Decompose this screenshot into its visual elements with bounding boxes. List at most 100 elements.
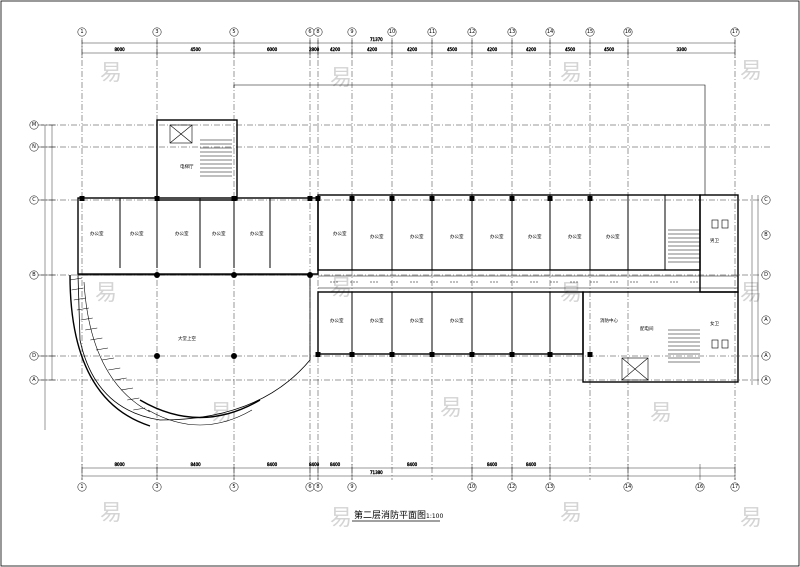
watermark-text: 易 <box>560 281 582 306</box>
room-label: 办公室 <box>330 317 344 324</box>
axis-label: B <box>32 272 36 278</box>
axis-label: 13 <box>547 484 553 490</box>
bottom-axis-bubble: 3 <box>152 482 162 492</box>
room-label: 消防中心 <box>600 317 618 324</box>
bottom-axis-bubble: 6 <box>305 482 315 492</box>
bottom-axis-bubble: 17 <box>730 482 740 492</box>
top-axis-bubble: 1 <box>77 27 87 37</box>
room-label: 办公室 <box>410 233 424 240</box>
toilet-fixture <box>711 339 719 349</box>
axis-label: C <box>764 197 768 203</box>
bottom-dim-text: 8400 <box>191 462 202 467</box>
axis-label: 3 <box>155 484 158 490</box>
axis-label: D <box>32 353 36 359</box>
room-label: 配电间 <box>640 325 654 332</box>
square-column <box>154 196 160 201</box>
axis-label: 13 <box>509 29 515 35</box>
axis-circle <box>623 482 633 492</box>
room-label: 办公室 <box>370 317 384 324</box>
west-wing-rooms <box>77 197 319 275</box>
drawing-scale: 1:100 <box>426 513 443 520</box>
top-dim-text: 8000 <box>115 47 126 52</box>
axis-circle <box>313 482 323 492</box>
room-label: 女卫 <box>710 320 719 327</box>
axis-label: 5 <box>232 484 235 490</box>
axis-circle <box>695 482 705 492</box>
axis-circle <box>761 315 771 325</box>
top-axis-bubble: 5 <box>229 27 239 37</box>
axis-circle <box>427 27 437 37</box>
left-axis-bubble: M <box>29 120 39 130</box>
axis-circle <box>623 27 633 37</box>
axis-circle <box>585 27 595 37</box>
watermark-text: 易 <box>330 276 352 301</box>
toilet-fixture <box>721 339 729 349</box>
room-label: 办公室 <box>130 230 144 237</box>
watermark-text: 易 <box>650 401 672 426</box>
entrance-canopy-inner <box>147 409 253 426</box>
round-column <box>231 272 237 278</box>
room-label: 办公室 <box>568 233 582 240</box>
lobby-outline <box>77 274 311 421</box>
top-axis-bubble: 8 <box>313 27 323 37</box>
curved-stair-tread <box>80 317 93 321</box>
axis-label: 6 <box>308 29 311 35</box>
bottom-dim-text: 8400 <box>309 462 320 467</box>
axis-circle <box>313 27 323 37</box>
axis-circle <box>229 27 239 37</box>
curved-stair-tread <box>71 287 84 291</box>
room-label: 办公室 <box>528 233 542 240</box>
top-axis-bubble: 16 <box>623 27 633 37</box>
watermark-text: 易 <box>330 506 352 531</box>
curved-stair-tread <box>133 407 146 411</box>
room-label: 办公室 <box>333 230 347 237</box>
left-axis-bubble: D <box>29 351 39 361</box>
axis-label: 12 <box>509 484 515 490</box>
watermark-text: 易 <box>740 59 762 84</box>
left-axis-bubble: N <box>29 142 39 152</box>
axis-circle <box>29 375 39 385</box>
axis-label: 15 <box>587 29 593 35</box>
watermark-text: 易 <box>740 506 762 531</box>
left-axis-bubble: A <box>29 375 39 385</box>
top-dim-text: 4500 <box>191 47 202 52</box>
room-label: 办公室 <box>370 233 384 240</box>
top-dim-text: 4200 <box>407 47 418 52</box>
top-axis-bubble: 12 <box>467 27 477 37</box>
watermark-text: 易 <box>440 396 462 421</box>
top-axis-bubble: 14 <box>545 27 555 37</box>
axis-label: 8 <box>316 484 319 490</box>
axis-circle <box>761 195 771 205</box>
axis-circle <box>730 27 740 37</box>
axis-label: A <box>32 377 36 383</box>
top-dim-text: 2800 <box>309 47 320 52</box>
bottom-axis-bubble: 9 <box>347 482 357 492</box>
curved-stair-tread <box>127 397 140 401</box>
axis-circle <box>761 351 771 361</box>
axis-circle <box>730 482 740 492</box>
room-label: 办公室 <box>450 317 464 324</box>
watermark-text: 易 <box>330 66 352 91</box>
axis-label: D <box>764 272 768 278</box>
top-dim-text: 4200 <box>487 47 498 52</box>
left-axis-bubble: C <box>29 195 39 205</box>
curved-facade-inner <box>83 281 151 413</box>
top-axis-bubble: 6 <box>305 27 315 37</box>
axis-circle <box>29 270 39 280</box>
axis-label: 12 <box>469 29 475 35</box>
round-column <box>154 353 160 359</box>
axis-circle <box>29 120 39 130</box>
room-label: 电梯厅 <box>180 163 194 170</box>
axis-circle <box>545 482 555 492</box>
curved-stair-tread <box>85 327 98 331</box>
top-dim-text: 3300 <box>677 47 688 52</box>
right-axis-bubble: A <box>761 315 771 325</box>
top-dim-text: 4500 <box>447 47 458 52</box>
room-label: 办公室 <box>490 233 504 240</box>
north-room-row <box>317 194 701 271</box>
east-service-block <box>582 291 739 383</box>
watermark-text: 易 <box>560 501 582 526</box>
room-label: 办公室 <box>450 233 464 240</box>
